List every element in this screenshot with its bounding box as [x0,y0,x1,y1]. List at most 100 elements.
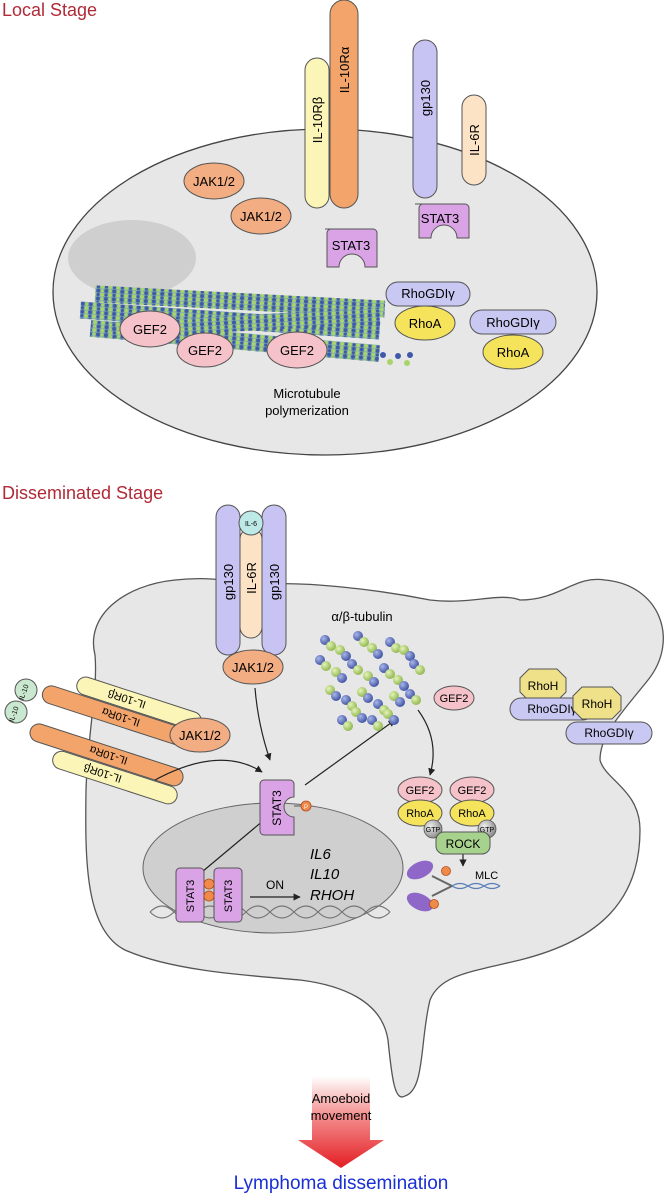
local-jak-1-label: JAK1/2 [193,174,235,189]
amoeboid-label-line2: movement [311,1108,372,1123]
local-il6r-label: IL-6R [467,124,482,156]
stat3-phosphate-label: P [304,805,308,811]
disseminated-stage-title: Disseminated Stage [2,483,163,503]
local-rhoa-2-label: RhoA [497,345,530,360]
tubulin-subunit [341,651,351,661]
local-il10rb-receptor [304,57,330,209]
gef-1-label: GEF2 [406,785,435,797]
local-il6r-receptor [461,94,487,186]
local-gef-1-label: GEF2 [133,322,167,337]
lymphoma-dissemination-label: Lymphoma dissemination [234,1173,449,1194]
tubulin-subunit [343,721,353,731]
rhoh-2-label: RhoH [582,697,613,711]
il6-label: IL-6 [245,521,257,528]
myosin-mlc [406,860,501,912]
gef-2-label: GEF2 [458,785,487,797]
tubulin-subunit [373,649,383,659]
il10-ligand-2 [14,678,38,702]
local-gef-2-label: GEF2 [188,343,222,358]
rhoa-1 [397,799,443,827]
tubulin-subunit [331,691,341,701]
amoeboid-label-line1: Amoeboid [312,1091,371,1106]
rhoa-1-label: RhoA [406,808,434,820]
jak-left [169,717,231,753]
local-rhoa-2 [482,334,544,370]
local-gp130-label: gp130 [418,80,433,116]
local-gef-3 [266,331,328,369]
gtp-1 [423,819,443,839]
microtubule-label-line1: Microtubule [273,386,340,401]
gtp-2-label: GTP [480,827,495,834]
stat3-phosphate [300,800,312,812]
tubulin-subunit [399,681,409,691]
local-gef-1 [119,310,181,348]
jak-top [222,649,284,685]
local-stat3-1 [415,203,470,239]
local-stat3-2-label: STAT3 [332,238,371,253]
tubulin-subunit [385,669,395,679]
rhogdi-2-label: RhoGDIγ [584,726,633,740]
local-rhogdi-2-label: RhoGDIγ [486,315,540,330]
tubulin-subunit [357,713,367,723]
tubulin-dimers [315,631,425,731]
local-gp130-receptor [412,39,438,199]
il6r-label: IL-6R [244,562,259,594]
rhoa-2 [449,799,495,827]
tubulin-subunit [363,693,373,703]
gene-il10: IL10 [310,866,340,883]
local-stage-title: Local Stage [2,0,97,20]
jak-left-label: JAK1/2 [179,728,221,743]
local-stat3-2 [325,228,378,268]
local-jak-1 [183,162,245,200]
gef-free [433,685,475,711]
gp130-right-label: gp130 [267,564,282,600]
mlc-label: MLC [475,870,498,882]
stat3-nucleus-1-label: STAT3 [185,880,197,913]
local-nucleus [68,220,196,296]
gene-il6: IL6 [310,846,332,863]
rhogdi-1-label: RhoGDIγ [527,702,576,716]
local-rhogdi-2 [469,309,557,335]
jak-top-label: JAK1/2 [232,660,274,675]
il10-ligand-1 [4,700,28,724]
local-gef-2 [176,332,234,368]
local-gef-3-label: GEF2 [280,343,314,358]
microtubule-label-line2: polymerization [265,403,349,418]
tubulin-subunit [405,651,415,661]
tubulin-label: α/β-tubulin [331,609,392,624]
stat3-nucleus-p2 [203,890,215,902]
tubulin-subunit [369,677,379,687]
rhogdi-2 [565,721,653,745]
rock-label: ROCK [446,837,481,851]
stat3-phospho [259,779,295,836]
rhoh-1-label: RhoH [528,679,559,693]
tubulin-subunit [373,721,383,731]
stat3-phospho-label: STAT3 [270,790,284,826]
gef-free-label: GEF2 [440,693,469,705]
il10-receptor-complex: IL-10Rβ IL-10Rα IL-10Rα IL-10Rβ [29,676,202,805]
il6-ligand [238,510,264,536]
rhoh-2 [572,686,622,720]
rock [435,831,491,855]
stat3-nucleus-p1 [203,878,215,890]
local-rhoa-1 [394,305,456,341]
local-rhogdi-1-label: RhoGDIγ [401,286,455,301]
local-il10rb-label: IL-10Rβ [310,97,325,144]
gtp-1-label: GTP [426,827,441,834]
tubulin-subunit [321,661,331,671]
stat3-nucleus-2-label: STAT3 [223,880,235,913]
tubulin-subunit [391,643,401,653]
tubulin-subunit [395,697,405,707]
on-label: ON [266,878,284,892]
gp130-left-label: gp130 [221,564,236,600]
local-jak-2-label: JAK1/2 [240,209,282,224]
gene-rhoh: RHOH [310,887,354,904]
tubulin-subunit [411,695,421,705]
local-stat3-1-label: STAT3 [421,211,460,226]
local-il10ra-receptor [329,0,359,209]
tubulin-subunit [359,637,369,647]
tubulin-subunit [353,665,363,675]
local-rhoa-1-label: RhoA [409,316,442,331]
local-il10ra-label: IL-10Rα [337,46,352,93]
